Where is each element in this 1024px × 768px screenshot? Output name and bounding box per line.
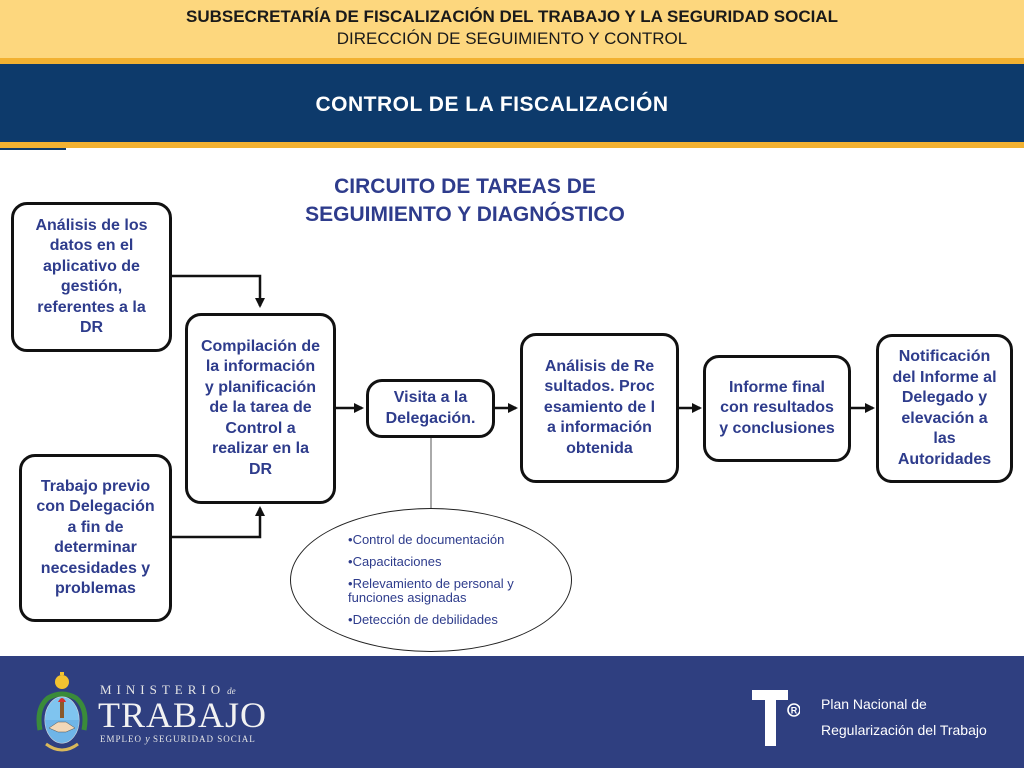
connector-analisis-to-compilacion — [171, 274, 265, 308]
node-notificacion: Notificación del Informe al Delegado y e… — [876, 334, 1013, 483]
t-registered-logo-icon: R — [752, 690, 800, 746]
trabajo-wordmark: TRABAJO — [98, 695, 268, 735]
node-analisis-datos: Análisis de los datos en el aplicativo d… — [11, 202, 172, 352]
ministerio-de-text: de — [227, 686, 236, 696]
empleo-y-text: y — [145, 734, 150, 745]
seguridad-social-text: SEGURIDAD SOCIAL — [152, 734, 256, 744]
visit-detail-item: Detección de debilidades — [348, 613, 558, 627]
node-compilacion-label: Compilación de la información y planific… — [200, 337, 321, 478]
node-notificacion-label: Notificación del Informe al Delegado y e… — [892, 348, 997, 468]
visit-detail-item: Capacitaciones — [348, 555, 558, 569]
direccion-subheading: DIRECCIÓN DE SEGUIMIENTO Y CONTROL — [336, 29, 688, 48]
node-visita: Visita a la Delegación. — [366, 379, 495, 438]
empleo-text: EMPLEO — [100, 734, 142, 744]
visit-detail-item: Control de documentación — [348, 533, 558, 547]
node-visita-label: Visita a la Delegación. — [385, 389, 476, 427]
node-trabajo-previo: Trabajo previo con Delegación a fin de d… — [19, 454, 172, 622]
visit-details-list: Control de documentación Capacitaciones … — [348, 533, 558, 635]
node-analisis-resultados: Análisis de Resultados. Procesamiento de… — [520, 333, 679, 483]
page-title: CONTROL DE LA FISCALIZACIÓN — [315, 93, 669, 116]
header-band: SUBSECRETARÍA DE FISCALIZACIÓN DEL TRABA… — [0, 0, 1024, 58]
plan-nacional-line1: Plan Nacional de — [821, 696, 927, 712]
title-band: CONTROL DE LA FISCALIZACIÓN — [0, 64, 1024, 142]
plan-nacional-line2: Regularización del Trabajo — [821, 722, 987, 738]
node-informe-final: Informe final con resultados y conclusio… — [703, 355, 851, 462]
diagram-title: CIRCUITO DE TAREAS DE SEGUIMIENTO Y DIAG… — [0, 173, 930, 229]
node-analisis-datos-label: Análisis de los datos en el aplicativo d… — [35, 216, 148, 337]
svg-text:R: R — [791, 706, 798, 716]
empleo-seguridad-label: EMPLEO y SEGURIDAD SOCIAL — [100, 734, 256, 745]
gold-stripe-top — [0, 58, 1024, 64]
navy-accent-line — [0, 148, 66, 150]
diagram-title-line1: CIRCUITO DE TAREAS DE — [334, 175, 596, 198]
argentina-coat-of-arms-icon — [36, 672, 88, 752]
visit-detail-item: Relevamiento de personal y funciones asi… — [348, 577, 558, 605]
node-informe-final-label: Informe final con resultados y conclusio… — [719, 378, 835, 437]
connector-trabajo-to-compilacion — [171, 506, 265, 539]
node-compilacion: Compilación de la información y planific… — [185, 313, 336, 504]
gold-stripe-bottom — [0, 142, 1024, 148]
node-trabajo-previo-label: Trabajo previo con Delegación a fin de d… — [36, 477, 155, 598]
visit-details-ellipse: Control de documentación Capacitaciones … — [290, 508, 572, 652]
subsecretaria-heading: SUBSECRETARÍA DE FISCALIZACIÓN DEL TRABA… — [185, 7, 839, 26]
ministerio-text: MINISTERIO — [100, 682, 226, 697]
node-analisis-resultados-label: Análisis de Resultados. Procesamiento de… — [543, 357, 656, 457]
diagram-title-line2: SEGUIMIENTO Y DIAGNÓSTICO — [305, 203, 625, 226]
